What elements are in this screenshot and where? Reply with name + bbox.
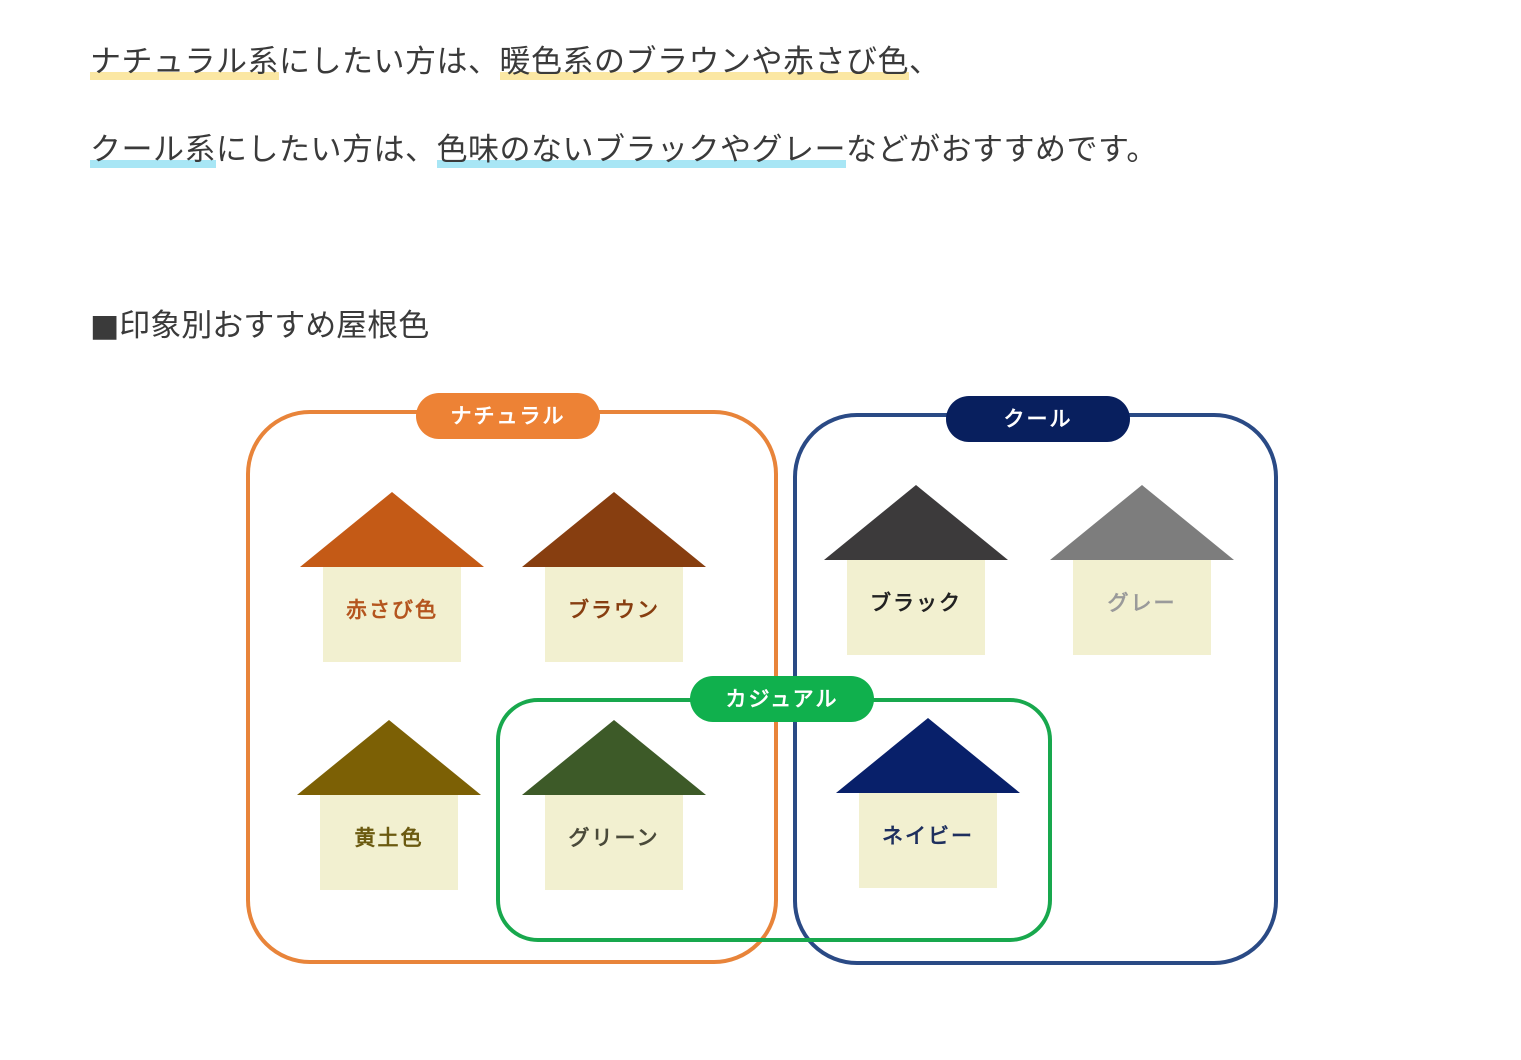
highlight-warm-colors: 暖色系のブラウンや赤さび色: [499, 44, 909, 80]
house-wall: ブラウン: [545, 567, 683, 662]
highlight-cool: クール系: [90, 132, 216, 168]
house-roof: [522, 492, 706, 567]
text-segment: にしたい方は、: [279, 44, 500, 80]
house-sabi: 赤さび色: [300, 492, 484, 662]
house-brown: ブラウン: [522, 492, 706, 662]
house-roof: [824, 485, 1008, 560]
highlight-colorless: 色味のないブラックやグレー: [436, 132, 846, 168]
house-label: グレー: [1107, 591, 1177, 615]
house-roof: [522, 720, 706, 795]
house-roof: [1050, 485, 1234, 560]
house-label: 黄土色: [354, 826, 424, 850]
house-wall: グレー: [1073, 560, 1211, 655]
house-roof: [297, 720, 481, 795]
section-heading: ■印象別おすすめ屋根色: [90, 308, 430, 344]
house-roof: [836, 718, 1020, 793]
house-label: ネイビー: [882, 824, 974, 848]
house-label: ブラウン: [568, 598, 660, 622]
group-cool-label: クール: [946, 396, 1130, 442]
text-segment: などがおすすめです。: [846, 132, 1158, 168]
roof-color-diagram: ナチュラル クール カジュアル 赤さび色 ブラウン ブラック グレー 黄土色: [210, 380, 1300, 980]
group-natural-label: ナチュラル: [416, 393, 600, 439]
house-wall: 赤さび色: [323, 567, 461, 662]
house-black: ブラック: [824, 485, 1008, 655]
house-label: ブラック: [870, 591, 962, 615]
text-segment: にしたい方は、: [216, 132, 437, 168]
paragraph-natural: ナチュラル系にしたい方は、暖色系のブラウンや赤さび色、: [90, 42, 941, 82]
house-wall: ネイビー: [859, 793, 997, 888]
house-wall: グリーン: [545, 795, 683, 890]
house-navy: ネイビー: [836, 718, 1020, 888]
house-green: グリーン: [522, 720, 706, 890]
house-wall: ブラック: [847, 560, 985, 655]
house-label: グリーン: [568, 826, 660, 850]
house-wall: 黄土色: [320, 795, 458, 890]
house-ocher: 黄土色: [297, 720, 481, 890]
house-gray: グレー: [1050, 485, 1234, 655]
text-segment: 、: [909, 44, 941, 80]
house-label: 赤さび色: [346, 598, 438, 622]
house-roof: [300, 492, 484, 567]
paragraph-cool: クール系にしたい方は、色味のないブラックやグレーなどがおすすめです。: [90, 130, 1158, 170]
highlight-natural: ナチュラル系: [90, 44, 279, 80]
group-casual-label: カジュアル: [690, 676, 874, 722]
